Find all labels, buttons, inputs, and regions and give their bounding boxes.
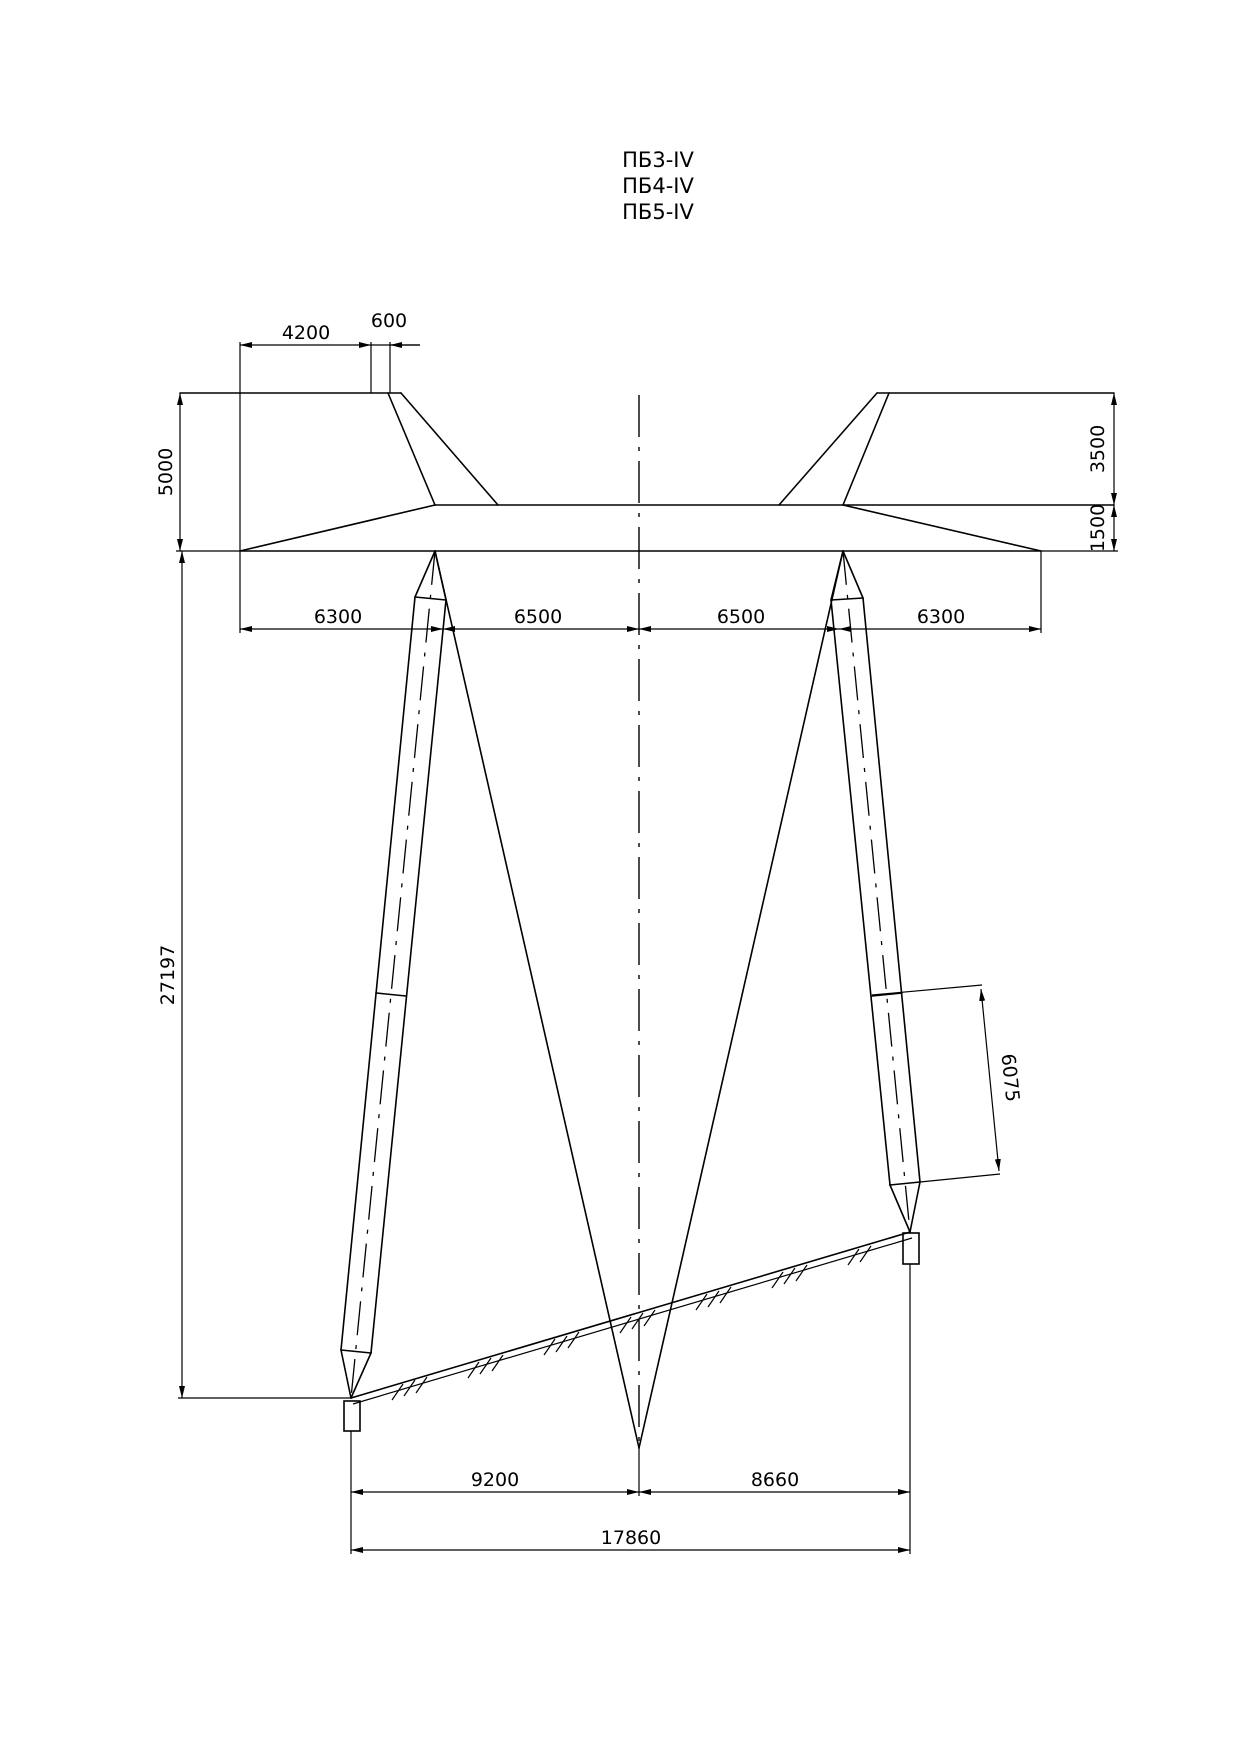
- dim-6500-right-label: 6500: [717, 606, 765, 628]
- dim-6500-left-label: 6500: [514, 606, 562, 628]
- dim-5000: 5000: [155, 393, 240, 552]
- dim-6300-left-label: 6300: [314, 606, 362, 628]
- ground-line: [350, 1231, 913, 1405]
- footings: [343, 1232, 920, 1432]
- dim-5000-label: 5000: [155, 448, 177, 496]
- dim-4200: 4200: [239, 322, 372, 551]
- dim-600: 600: [371, 310, 420, 393]
- dim-1500: 1500: [1041, 504, 1118, 552]
- title-block: ПБ3-IV ПБ4-IV ПБ5-IV: [622, 148, 694, 224]
- brace-lines: [434, 550, 844, 1449]
- crossarm: [179, 392, 1115, 552]
- dim-17860-label: 17860: [601, 1527, 661, 1549]
- dim-27197-label: 27197: [157, 945, 179, 1005]
- dim-600-label: 600: [371, 310, 407, 332]
- dim-8660-label: 8660: [751, 1469, 799, 1491]
- dim-crossarm-widths: 6300 6500 6500 6300: [239, 551, 1042, 633]
- dim-6300-right-label: 6300: [917, 606, 965, 628]
- title-line-1: ПБ3-IV: [622, 148, 694, 172]
- left-leg: [340, 550, 447, 1399]
- title-line-2: ПБ4-IV: [622, 174, 694, 198]
- dim-9200-label: 9200: [471, 1469, 519, 1491]
- dim-4200-label: 4200: [282, 322, 330, 344]
- title-line-3: ПБ5-IV: [622, 200, 694, 224]
- dim-3500: 3500: [1087, 393, 1117, 505]
- dim-6075-label: 6075: [996, 1053, 1023, 1103]
- left-footing: [343, 1400, 361, 1432]
- right-leg: [830, 550, 921, 1233]
- dim-27197: 27197: [157, 551, 351, 1399]
- right-footing: [902, 1232, 920, 1265]
- dim-6075: 6075: [871, 984, 1023, 1183]
- dim-3500-label: 3500: [1087, 425, 1109, 473]
- dim-bottom: 9200 8660 17860: [350, 1264, 911, 1554]
- dim-1500-label: 1500: [1087, 504, 1109, 552]
